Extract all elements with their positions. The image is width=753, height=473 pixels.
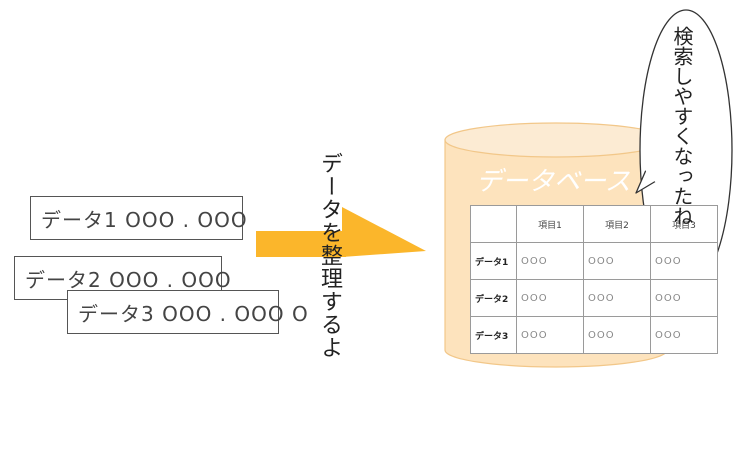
row-label: データ3 — [470, 316, 517, 354]
table-row: データ2 OOO OOO OOO — [470, 279, 718, 317]
table-cell: OOO — [516, 316, 584, 354]
data-card-3-text: データ3 OOO . OOO O — [78, 301, 309, 326]
table-cell: OOO — [516, 279, 584, 317]
arrow-shaft — [256, 231, 346, 257]
table-header-cell: 項目2 — [583, 205, 651, 243]
data-card-1-text: データ1 OOO . OOO — [41, 207, 248, 232]
arrow-head — [342, 207, 426, 257]
table-cell: OOO — [583, 316, 651, 354]
data-card-1: データ1 OOO . OOO — [30, 196, 247, 240]
table-cell: OOO — [650, 316, 718, 354]
row-label: データ2 — [470, 279, 517, 317]
database-title: データベース — [476, 167, 631, 197]
speech-bubble-text: 検索しやすくなったね — [670, 26, 694, 226]
table-header-cell: 項目3 — [650, 205, 718, 243]
table-row: データ3 OOO OOO OOO — [470, 316, 718, 354]
table-cell: OOO — [583, 242, 651, 280]
table-header-corner — [470, 205, 517, 243]
table-cell: OOO — [516, 242, 584, 280]
data-card-2-text: データ2 OOO . OOO — [25, 267, 232, 292]
table-cell: OOO — [650, 242, 718, 280]
row-label: データ1 — [470, 242, 517, 280]
table-cell: OOO — [650, 279, 718, 317]
arrow-right-icon — [256, 207, 426, 257]
data-card-3: データ3 OOO . OOO O — [67, 290, 308, 334]
cylinder-top — [444, 122, 668, 158]
organize-caption: データを整理するよ — [317, 152, 342, 359]
database-table: 項目1 項目2 項目3 データ1 OOO OOO OOO データ2 OOO OO… — [470, 205, 718, 354]
table-header-row: 項目1 項目2 項目3 — [470, 205, 718, 243]
table-cell: OOO — [583, 279, 651, 317]
table-header-cell: 項目1 — [516, 205, 584, 243]
table-row: データ1 OOO OOO OOO — [470, 242, 718, 280]
